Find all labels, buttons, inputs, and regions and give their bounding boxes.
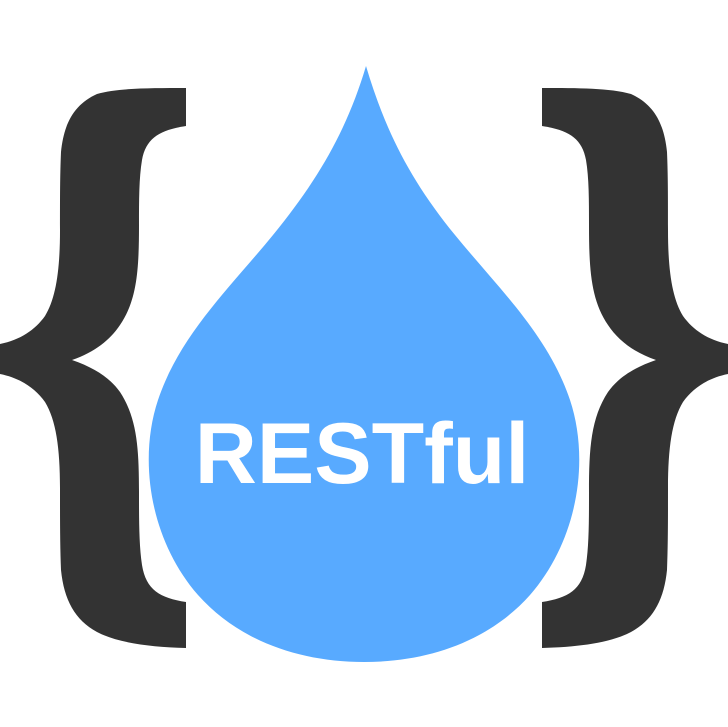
water-drop-icon [148, 66, 580, 662]
right-curly-brace-icon [542, 88, 728, 648]
logo-text: RESTful [195, 406, 529, 502]
left-curly-brace-icon [0, 88, 186, 648]
